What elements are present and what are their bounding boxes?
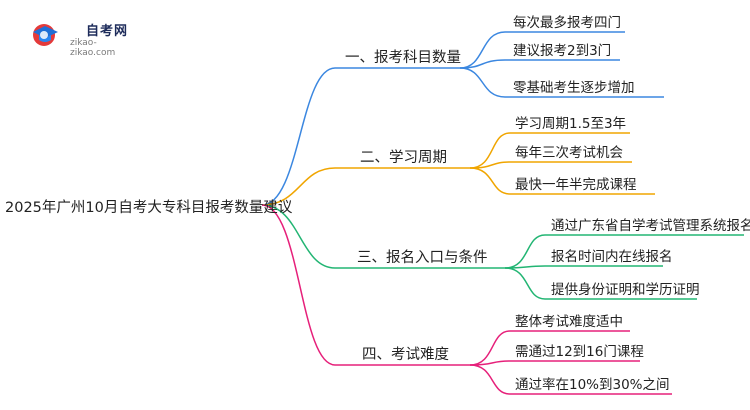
branch-node-3: 三、报名入口与条件 [357,250,488,266]
root-node: 2025年广州10月自考大专科目报考数量建议 [5,200,293,216]
leaf-node-3-3: 提供身份证明和学历证明 [551,282,700,298]
connectors-branch-3 [261,204,744,300]
leaf-node-1-2: 建议报考2到3门 [513,43,612,59]
branch-node-2: 二、学习周期 [360,150,447,166]
site-logo[interactable]: 自考网 zikao-zikao.com [30,18,140,58]
leaf-node-4-3: 通过率在10%到30%之间 [515,377,670,393]
logo-cap-icon [33,24,58,46]
branch-node-1: 一、报考科目数量 [345,50,461,66]
leaf-node-3-2: 报名时间内在线报名 [551,249,673,265]
leaf-node-2-3: 最快一年半完成课程 [515,177,637,193]
connectors-branch-4 [261,204,672,395]
leaf-node-4-1: 整体考试难度适中 [515,314,623,330]
connectors-branch-1 [261,31,664,206]
logo-title: 自考网 [86,24,129,39]
leaf-node-1-3: 零基础考生逐步增加 [513,80,635,96]
leaf-node-3-1: 通过广东省自学考试管理系统报名 [551,218,750,234]
leaf-node-2-2: 每年三次考试机会 [515,145,623,161]
connectors-branch-2 [261,132,655,206]
leaf-node-1-1: 每次最多报考四门 [513,15,621,31]
leaf-node-2-1: 学习周期1.5至3年 [515,116,627,132]
branch-node-4: 四、考试难度 [362,347,449,363]
logo-domain: zikao-zikao.com [70,38,116,58]
leaf-node-4-2: 需通过12到16门课程 [515,344,644,360]
